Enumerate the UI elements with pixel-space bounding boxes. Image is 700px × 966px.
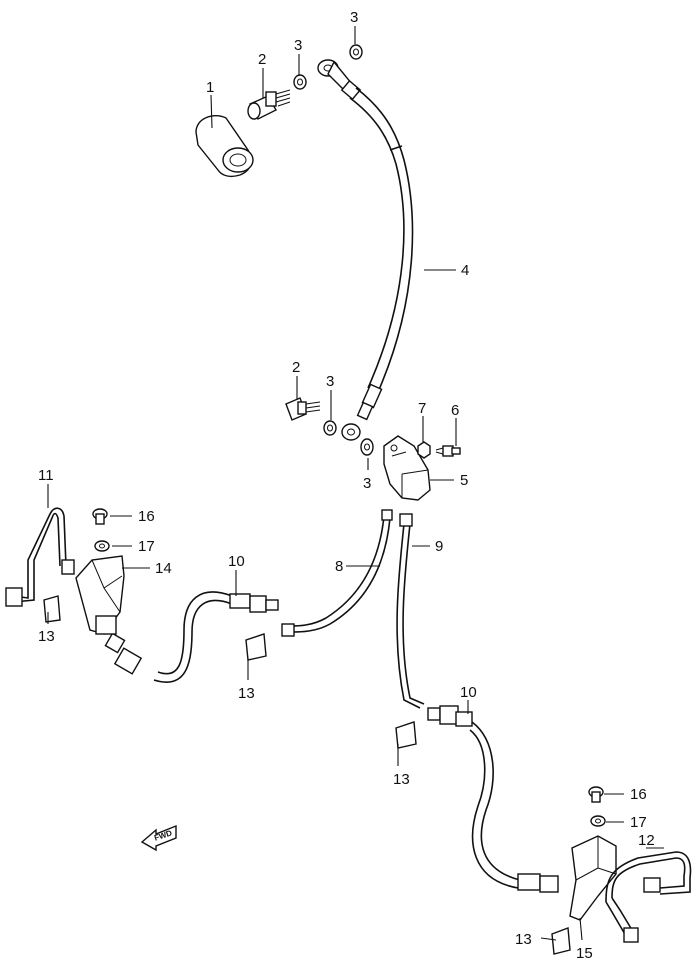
callouts: 1 2 3 3 4 2 3 7 6 3 5 11 16 17 14 13 10 … <box>38 9 655 962</box>
callout-4: 4 <box>461 262 469 279</box>
fwd-arrow: FWD <box>140 824 177 852</box>
part-junction-5 <box>383 435 431 501</box>
part-washer-17-left <box>94 540 110 552</box>
callout-16-left: 16 <box>138 508 155 525</box>
callout-13-c: 13 <box>393 771 410 788</box>
part-brake-pipe-8 <box>289 509 393 633</box>
callout-12: 12 <box>638 832 655 849</box>
callout-5: 5 <box>460 472 468 489</box>
callout-16-right: 16 <box>630 786 647 803</box>
part-bolt-6 <box>435 445 461 457</box>
callout-15: 15 <box>576 945 593 962</box>
callout-3-b: 3 <box>350 9 358 26</box>
part-brake-hose-4 <box>317 59 414 441</box>
callout-17-left: 17 <box>138 538 155 555</box>
part-brake-pipe-9 <box>396 513 425 709</box>
callout-13-b: 13 <box>238 685 255 702</box>
callout-3-d: 3 <box>363 475 371 492</box>
part-clip-13 <box>43 595 571 955</box>
part-banjo-bolt-2-upper <box>247 89 291 120</box>
part-bolt-16-right <box>588 786 604 803</box>
callout-3-a: 3 <box>294 37 302 54</box>
part-cap-1 <box>195 114 254 178</box>
callout-11: 11 <box>38 467 54 484</box>
part-bolt-16-left <box>92 508 108 525</box>
part-nut-7 <box>417 441 431 459</box>
callout-10-right: 10 <box>460 684 477 701</box>
part-washer-3 <box>293 44 374 456</box>
part-brake-pipe-12 <box>605 851 692 943</box>
callout-14: 14 <box>155 560 172 577</box>
callout-3-c: 3 <box>326 373 334 390</box>
callout-2-upper: 2 <box>258 51 266 68</box>
part-bracket-14 <box>75 555 125 635</box>
leader-lines <box>47 26 664 941</box>
callout-8: 8 <box>335 558 343 575</box>
callout-17-right: 17 <box>630 814 647 831</box>
callout-10-left: 10 <box>228 553 245 570</box>
callout-13-d: 13 <box>515 931 532 948</box>
callout-9: 9 <box>435 538 443 555</box>
callout-6: 6 <box>451 402 459 419</box>
part-banjo-bolt-2-lower <box>285 397 321 421</box>
part-washer-17-right <box>590 815 606 827</box>
part-brake-hose-10-right <box>427 705 559 893</box>
part-brake-pipe-11 <box>5 507 75 607</box>
part-brake-hose-10-left <box>104 591 295 683</box>
callout-13-a: 13 <box>38 628 55 645</box>
callout-2-lower: 2 <box>292 359 300 376</box>
part-bracket-15 <box>569 835 617 921</box>
callout-7: 7 <box>418 400 426 417</box>
callout-1: 1 <box>206 79 214 96</box>
